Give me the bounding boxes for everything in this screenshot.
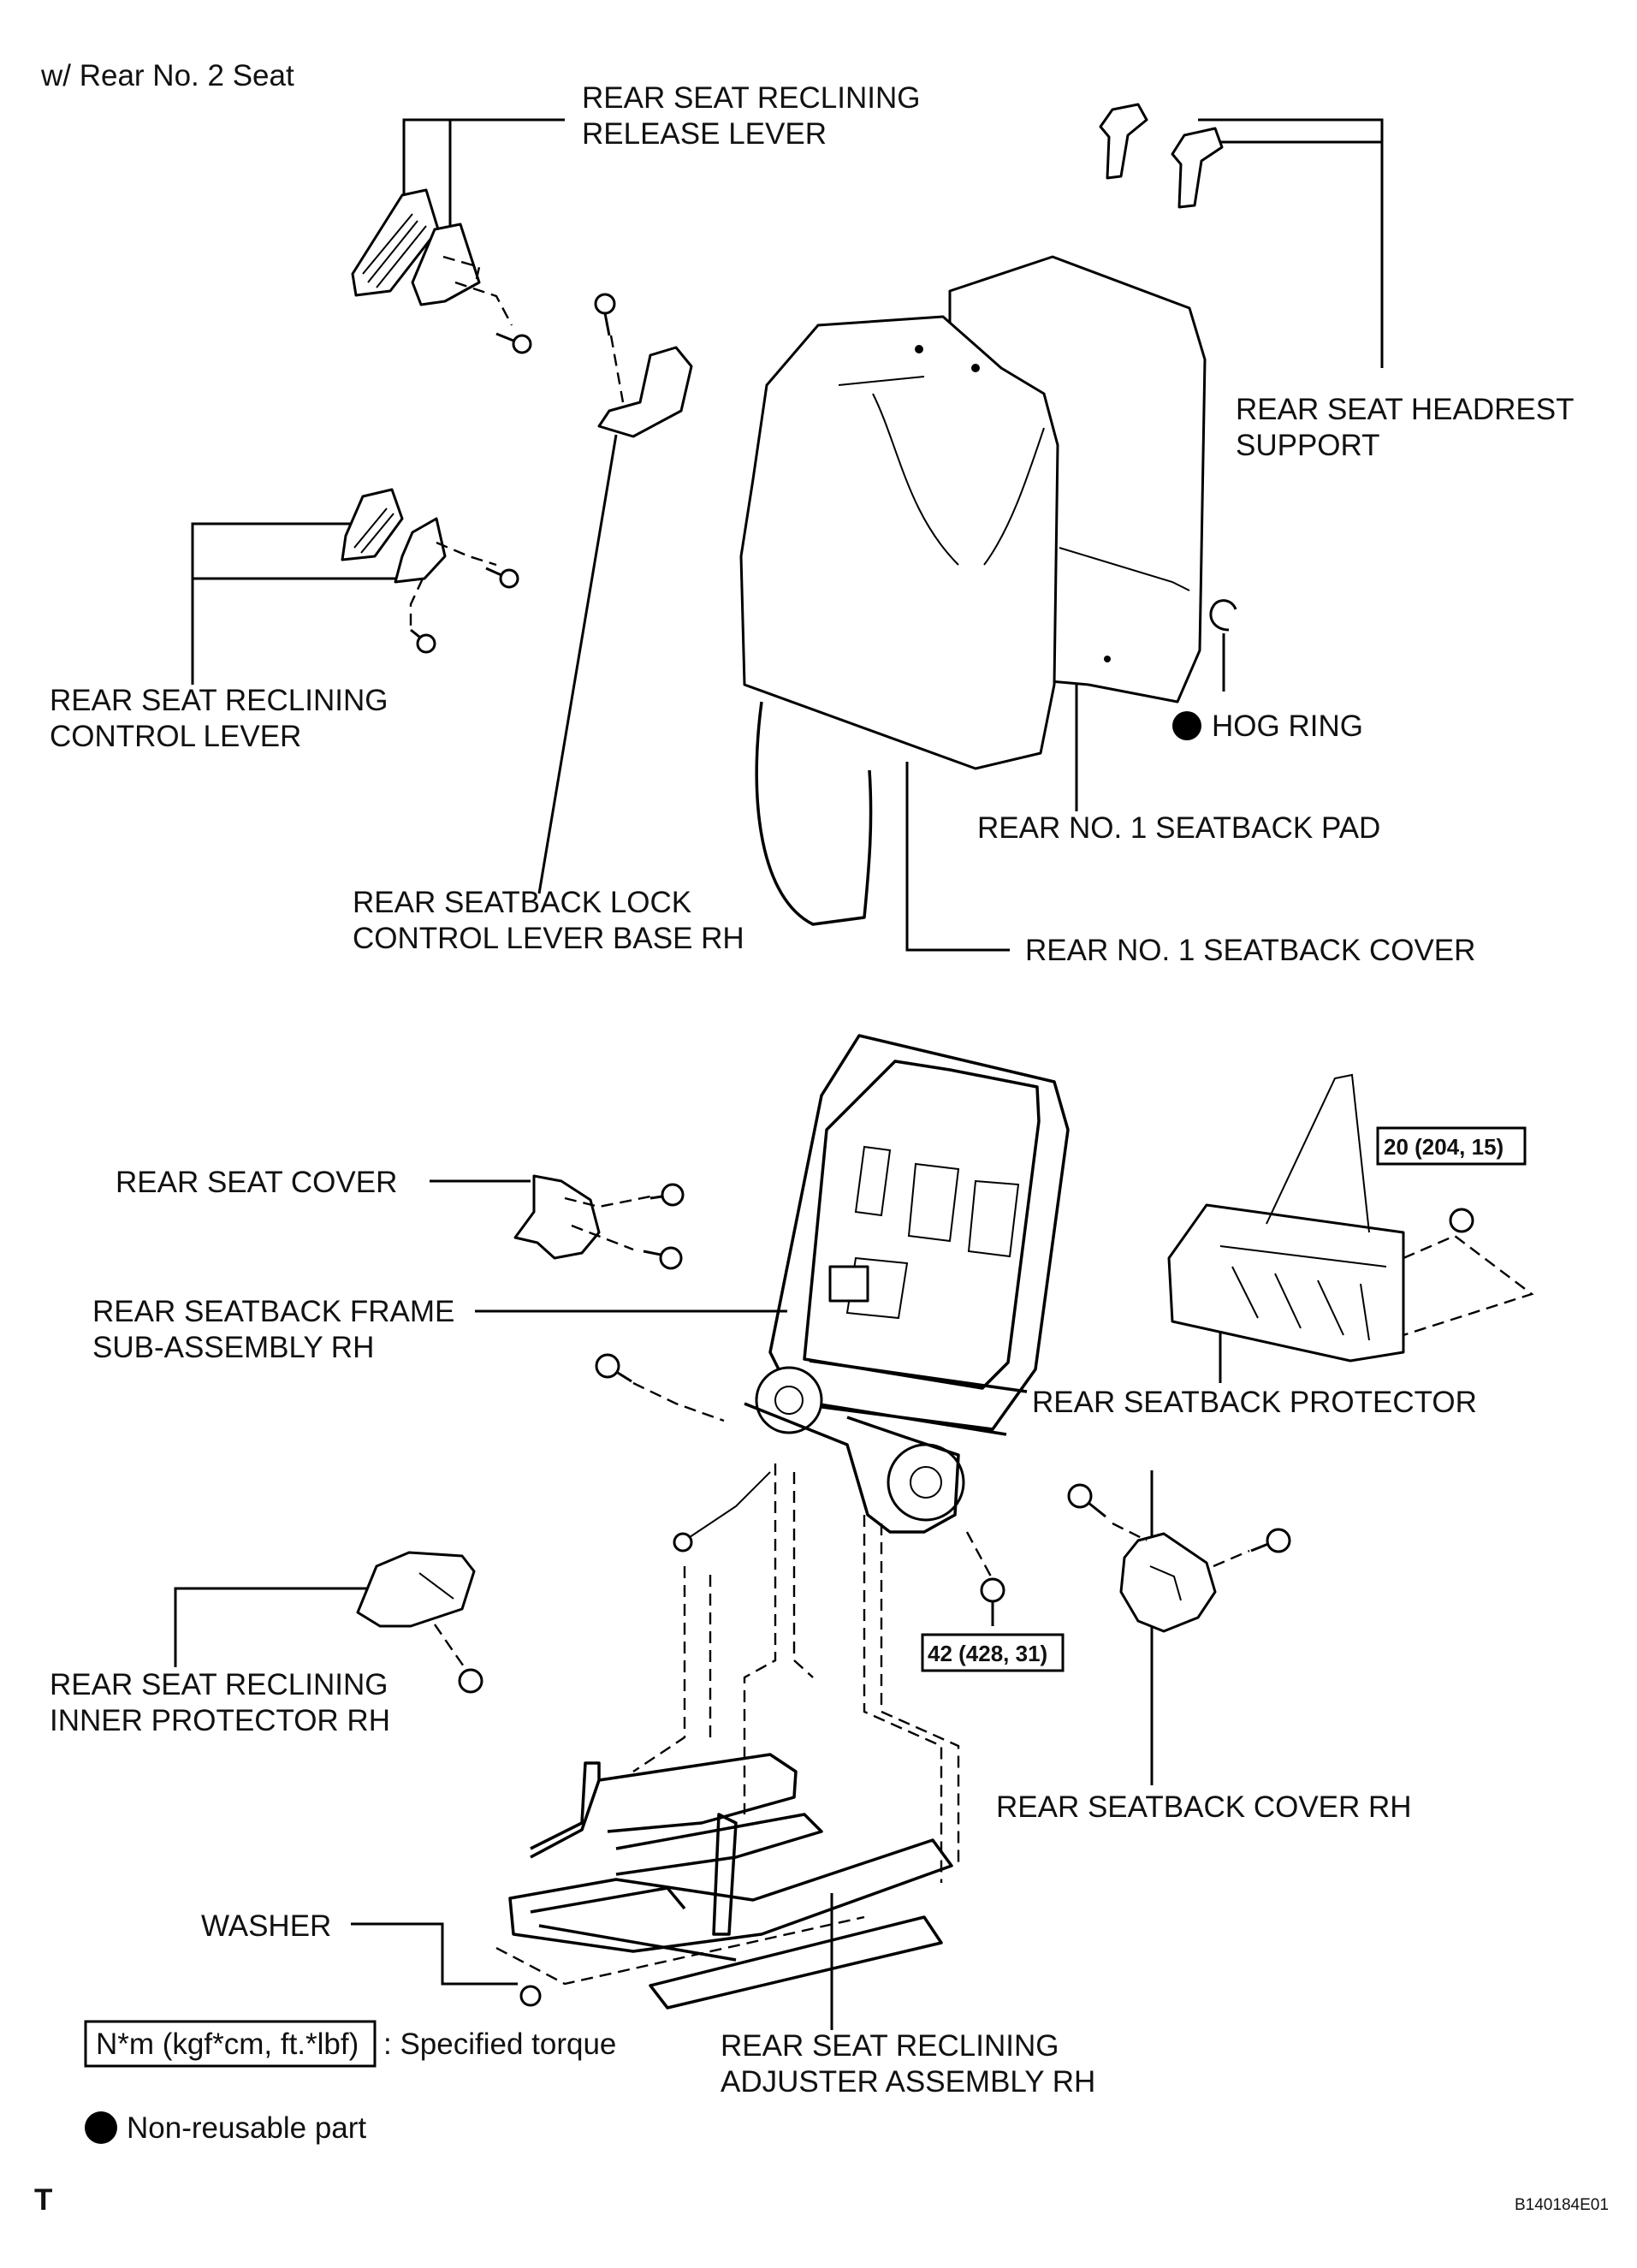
screw-icon [410, 628, 436, 654]
bolt-icon [1067, 1483, 1106, 1518]
svg-text:SUPPORT: SUPPORT [1236, 429, 1380, 462]
svg-text:20 (204, 15): 20 (204, 15) [1384, 1134, 1504, 1160]
svg-text:REAR SEATBACK FRAME: REAR SEATBACK FRAME [92, 1295, 454, 1328]
label-seatback-protector: REAR SEATBACK PROTECTOR [1032, 1386, 1477, 1419]
label-seatback-pad: REAR NO. 1 SEATBACK PAD [977, 811, 1380, 845]
inner-protector-part [356, 1551, 483, 1694]
svg-text:REAR SEAT RECLINING: REAR SEAT RECLINING [582, 81, 920, 115]
label-headrest-support: REAR SEAT HEADREST SUPPORT [1236, 393, 1574, 462]
release-lever-part [351, 188, 532, 354]
nut-icon [1449, 1208, 1474, 1233]
svg-text:REAR SEAT RECLINING: REAR SEAT RECLINING [721, 2029, 1059, 2063]
label-lock-control-base: REAR SEATBACK LOCK CONTROL LEVER BASE RH [353, 886, 744, 955]
figure-code: B140184E01 [1515, 2196, 1609, 2214]
svg-text:SUB-ASSEMBLY RH: SUB-ASSEMBLY RH [92, 1331, 374, 1364]
frame-bolt-left [595, 1353, 725, 1422]
bolt-icon [649, 1183, 685, 1207]
alignment-dashes [632, 1464, 960, 1883]
control-lever-part [341, 488, 519, 654]
svg-text:RELEASE LEVER: RELEASE LEVER [582, 117, 827, 151]
screw-icon [485, 567, 519, 589]
frame-bolt-right [965, 1531, 1005, 1626]
svg-text:HOG RING: HOG RING [1212, 709, 1363, 743]
torque-callout-frame: 42 (428, 31) [921, 1633, 1065, 1672]
svg-text:42 (428, 31): 42 (428, 31) [928, 1641, 1047, 1666]
label-adjuster: REAR SEAT RECLINING ADJUSTER ASSEMBLY RH [721, 2029, 1095, 2099]
label-inner-protector: REAR SEAT RECLINING INNER PROTECTOR RH [50, 1668, 390, 1737]
seatback-frame-part [673, 1034, 1070, 1553]
screw-icon [495, 332, 532, 354]
lock-control-lever-base-part [594, 293, 693, 438]
seatback-protector-part [1167, 1073, 1534, 1363]
svg-text:CONTROL LEVER BASE RH: CONTROL LEVER BASE RH [353, 922, 744, 955]
legend-torque: N*m (kgf*cm, ft.*lbf) : Specified torque [84, 2020, 616, 2068]
legend-nonreusable: Non-reusable part [85, 2111, 366, 2145]
svg-text:CONTROL LEVER: CONTROL LEVER [50, 720, 301, 753]
bolt-icon [643, 1246, 683, 1270]
variant-title: w/ Rear No. 2 Seat [40, 59, 294, 92]
seatback-cover-part [739, 315, 1059, 926]
svg-text:REAR SEAT HEADREST: REAR SEAT HEADREST [1236, 393, 1574, 426]
svg-text:INNER PROTECTOR RH: INNER PROTECTOR RH [50, 1704, 390, 1737]
svg-text:: Specified torque: : Specified torque [383, 2028, 616, 2061]
washer-icon [519, 1985, 542, 2007]
seat-cover-part [513, 1174, 685, 1270]
label-hog-ring: HOG RING [1172, 709, 1363, 743]
label-control-lever: REAR SEAT RECLINING CONTROL LEVER [50, 684, 388, 753]
leader-lines [174, 118, 1384, 2030]
svg-text:REAR SEATBACK LOCK: REAR SEATBACK LOCK [353, 886, 691, 919]
seatback-cover-rh-part [1067, 1483, 1291, 1633]
svg-text:REAR SEAT RECLINING: REAR SEAT RECLINING [50, 1668, 388, 1701]
svg-text:Non-reusable part: Non-reusable part [127, 2111, 366, 2145]
bolt-icon [594, 293, 616, 336]
nonreusable-mark-icon [85, 2111, 117, 2144]
screw-icon [458, 1668, 483, 1694]
label-release-lever: REAR SEAT RECLINING RELEASE LEVER [582, 81, 920, 151]
label-seat-cover: REAR SEAT COVER [116, 1166, 397, 1199]
label-washer: WASHER [201, 1909, 331, 1943]
svg-text:REAR SEAT RECLINING: REAR SEAT RECLINING [50, 684, 388, 717]
label-seatback-frame: REAR SEATBACK FRAME SUB-ASSEMBLY RH [92, 1295, 454, 1364]
corner-mark: T [34, 2183, 52, 2217]
nonreusable-mark-icon [1172, 711, 1201, 740]
headrest-support-part [1099, 103, 1224, 209]
svg-text:ADJUSTER ASSEMBLY RH: ADJUSTER ASSEMBLY RH [721, 2065, 1095, 2099]
svg-text:N*m (kgf*cm, ft.*lbf): N*m (kgf*cm, ft.*lbf) [96, 2028, 359, 2061]
hog-ring-part [1209, 599, 1237, 632]
adjuster-part [495, 1753, 953, 2010]
bolt-icon [1250, 1528, 1291, 1553]
torque-callout-protector: 20 (204, 15) [1376, 1126, 1527, 1166]
label-seatback-cover-rh: REAR SEATBACK COVER RH [996, 1790, 1412, 1824]
label-seatback-cover-no1: REAR NO. 1 SEATBACK COVER [1025, 934, 1475, 967]
